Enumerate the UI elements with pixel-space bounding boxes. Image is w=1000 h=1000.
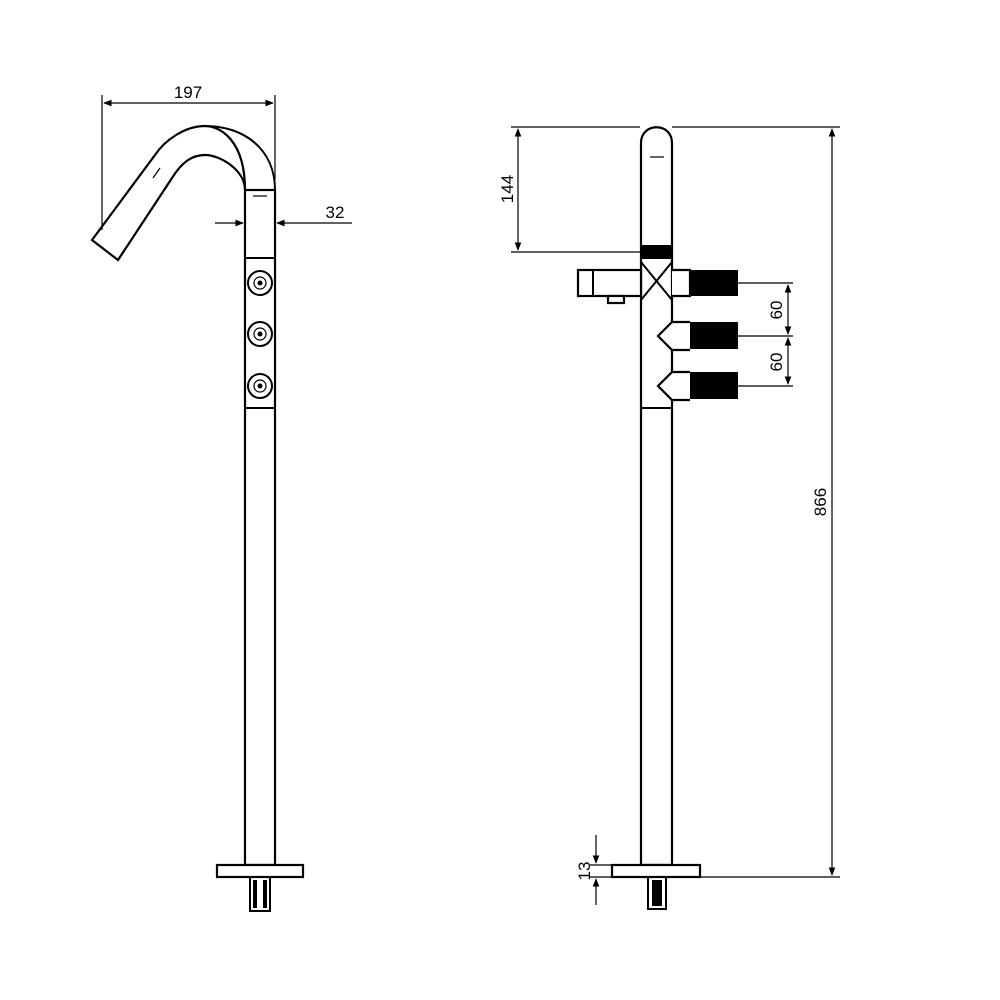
base-thickness-label: 13 xyxy=(575,862,594,881)
front-base-connector xyxy=(647,876,667,910)
dimension-base-thickness: 13 xyxy=(575,835,612,905)
dimension-spout-height: 144 xyxy=(498,126,640,253)
total-height-label: 866 xyxy=(811,488,830,516)
handle-spacing-lower-label: 60 xyxy=(767,353,786,372)
side-view: 197 32 xyxy=(90,83,352,912)
base-plate xyxy=(215,863,305,879)
handle-middle xyxy=(656,320,738,352)
handle-lower xyxy=(656,370,738,402)
base-connector xyxy=(249,876,271,912)
dimension-handle-spacing-upper: 60 xyxy=(738,282,793,337)
front-base-plate xyxy=(610,863,702,879)
spout-mark xyxy=(152,167,161,179)
control-knob xyxy=(247,373,273,399)
dimension-total-height: 866 xyxy=(672,126,840,878)
handle-upper xyxy=(672,268,738,298)
body-column xyxy=(243,188,277,867)
aerator-band xyxy=(642,245,671,259)
spout-reach-label: 197 xyxy=(174,83,202,102)
dimension-spout-reach: 197 xyxy=(101,83,276,230)
dimension-body-diameter: 32 xyxy=(215,203,352,227)
body-diameter-label: 32 xyxy=(326,203,345,222)
connector-thread xyxy=(263,880,267,908)
spout-height-label: 144 xyxy=(498,175,517,203)
spout-outline xyxy=(90,124,247,262)
control-knob xyxy=(247,270,273,296)
dimension-handle-spacing-lower: 60 xyxy=(738,337,793,387)
cross-connector xyxy=(640,261,673,301)
handle-spacing-upper-label: 60 xyxy=(767,301,786,320)
front-connector-thread xyxy=(652,880,662,906)
front-body-column xyxy=(639,126,674,867)
control-knob xyxy=(247,321,273,347)
front-view: 144 866 60 60 13 xyxy=(498,126,840,910)
connector-thread xyxy=(253,880,257,908)
spout-outer-edge xyxy=(204,125,276,191)
diverter-outlet xyxy=(576,268,643,305)
